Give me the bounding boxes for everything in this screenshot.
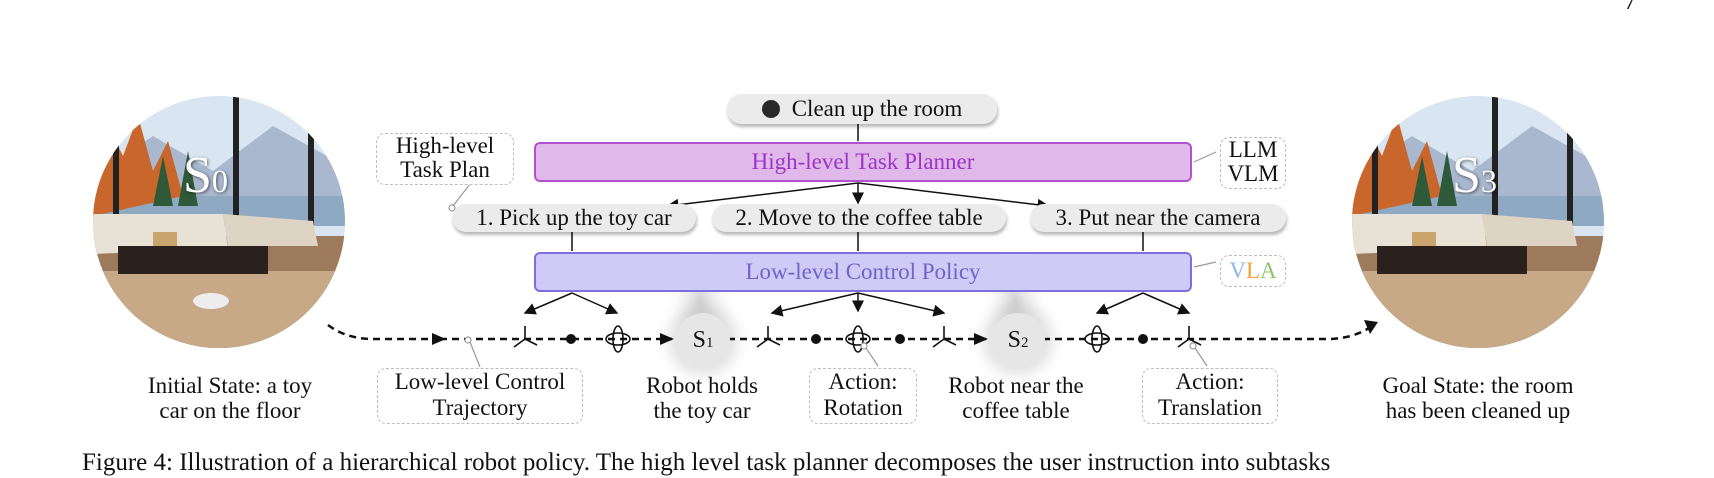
state-s2-node: S2: [991, 313, 1045, 367]
policy-arrow-2c: [857, 292, 946, 317]
axes-icon: [932, 326, 957, 348]
axes-icon: [513, 326, 538, 348]
translation-box: Action: Translation: [1142, 368, 1278, 424]
policy-arrow-3a: [1095, 292, 1144, 315]
policy-arrow-2a: [770, 292, 859, 317]
planner-models-box: LLM VLM: [1220, 137, 1286, 189]
living-room-image: [93, 96, 345, 348]
task-plan-line-1: High-level: [395, 133, 495, 158]
trajectory-box: Low-level Control Trajectory: [377, 368, 583, 424]
rotation-pointer: [865, 347, 879, 367]
goal-line-1: Goal State: the room: [1382, 373, 1574, 398]
goal-state-scene: S3: [1352, 96, 1604, 348]
subtask-2: 2. Move to the coffee table: [712, 204, 1006, 232]
traj-arrowhead-1: [432, 333, 446, 345]
planner-arrow-3: [857, 182, 1050, 211]
robot-near-caption: Robot near the coffee table: [924, 373, 1108, 423]
state-s3-label: S3: [1452, 147, 1498, 204]
policy-arrow-1b: [571, 292, 619, 315]
translation-line-2: Translation: [1158, 395, 1262, 420]
rotation-icon: [845, 325, 871, 353]
rotation-line-1: Action:: [828, 369, 898, 394]
traj-arrowhead-4: [1364, 320, 1378, 334]
hierarchical-policy-figure: 7: [82, 0, 1637, 476]
low-level-control-policy: Low-level Control Policy: [534, 252, 1192, 292]
llm-pointer: [1193, 151, 1217, 163]
rotation-icon: [605, 325, 631, 353]
near-line-1: Robot near the: [948, 373, 1084, 398]
holds-line-1: Robot holds: [646, 373, 758, 398]
vla-a: A: [1260, 258, 1277, 283]
goal-line-2: has been cleaned up: [1385, 398, 1571, 423]
traj-dot-3: [895, 334, 905, 344]
policy-arrow-3b: [1142, 292, 1191, 315]
planner-arrow-1: [666, 182, 859, 211]
state-s1-label: S1: [692, 327, 714, 353]
policy-arrow-1a: [523, 292, 573, 315]
trajectory-start: [327, 324, 440, 341]
goal-state-caption: Goal State: the room has been cleaned up: [1348, 373, 1608, 423]
axes-icon: [756, 326, 781, 348]
state-s2-label: S2: [1007, 327, 1029, 353]
initial-state-scene: S0: [93, 96, 345, 348]
planner-model-llm: LLM: [1228, 137, 1278, 162]
traj-arrowhead-2: [660, 333, 674, 345]
subtask-1: 1. Pick up the toy car: [452, 204, 696, 232]
rotation-line-2: Rotation: [823, 395, 903, 420]
vla-pointer: [1193, 261, 1217, 268]
near-line-2: coffee table: [962, 398, 1070, 423]
figure-caption: Figure 4: Illustration of a hierarchical…: [82, 449, 1331, 476]
holds-line-2: the toy car: [653, 398, 751, 423]
axes-icon: [1177, 326, 1202, 348]
translation-pointer-dot: [1189, 342, 1197, 350]
initial-line-1: Initial State: a toy: [147, 373, 313, 398]
living-room-image: [1352, 96, 1604, 348]
trajectory-line-1: Low-level Control: [394, 369, 566, 394]
page-number: 7: [1624, 0, 1637, 15]
user-instruction: Clean up the room: [727, 94, 997, 124]
translation-pointer: [1194, 347, 1208, 367]
high-level-task-plan-box: High-level Task Plan: [376, 133, 514, 185]
vla-v: V: [1229, 258, 1246, 283]
initial-state-caption: Initial State: a toy car on the floor: [112, 373, 348, 423]
initial-line-2: car on the floor: [159, 398, 301, 423]
rotation-icon: [1084, 325, 1110, 353]
traj-dot-1: [566, 334, 576, 344]
rotation-box: Action: Rotation: [809, 368, 917, 424]
state-s1-node: S1: [676, 313, 730, 367]
translation-line-1: Action:: [1175, 369, 1245, 394]
traj-arrowhead-3: [974, 333, 988, 345]
robot-holds-caption: Robot holds the toy car: [622, 373, 782, 423]
high-level-task-planner: High-level Task Planner: [534, 142, 1192, 182]
trajectory-pointer: [469, 341, 481, 368]
task-plan-line-2: Task Plan: [400, 157, 490, 182]
taskplan-pointer: [452, 183, 471, 207]
traj-dot-4: [1138, 334, 1148, 344]
trajectory-line-2: Trajectory: [432, 395, 528, 420]
user-icon: [761, 100, 780, 118]
rotation-pointer-dot: [860, 342, 868, 350]
traj-dot-2: [811, 334, 821, 344]
policy-model-box: VLA: [1220, 255, 1286, 287]
state-s0-label: S0: [183, 147, 229, 204]
user-instruction-text: Clean up the room: [791, 96, 963, 121]
subtask-3: 3. Put near the camera: [1030, 204, 1286, 232]
trajectory-pointer-dot: [464, 336, 472, 344]
planner-model-vlm: VLM: [1227, 161, 1279, 186]
vla-l: L: [1245, 258, 1261, 283]
